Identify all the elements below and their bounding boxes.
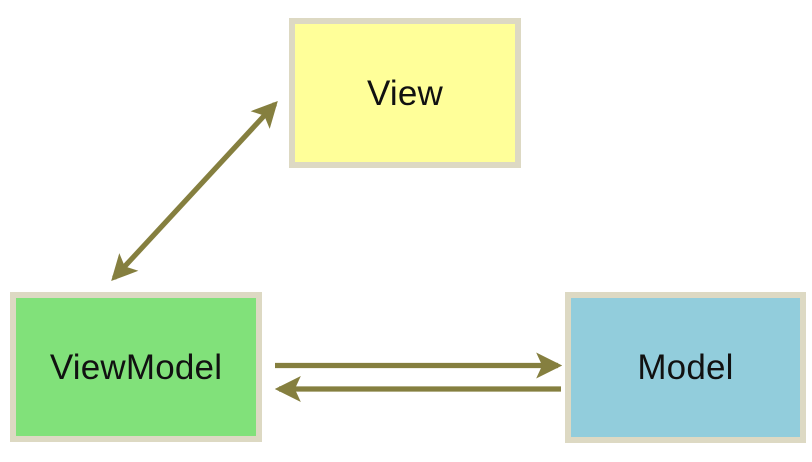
edge-viewmodel-view (111, 100, 278, 282)
node-view[interactable]: View (289, 18, 521, 168)
node-view-label: View (366, 73, 444, 113)
node-viewmodel-label: ViewModel (49, 347, 223, 387)
node-viewmodel[interactable]: ViewModel (10, 292, 262, 442)
node-model-label: Model (637, 348, 734, 387)
node-model[interactable]: Model (565, 292, 806, 443)
